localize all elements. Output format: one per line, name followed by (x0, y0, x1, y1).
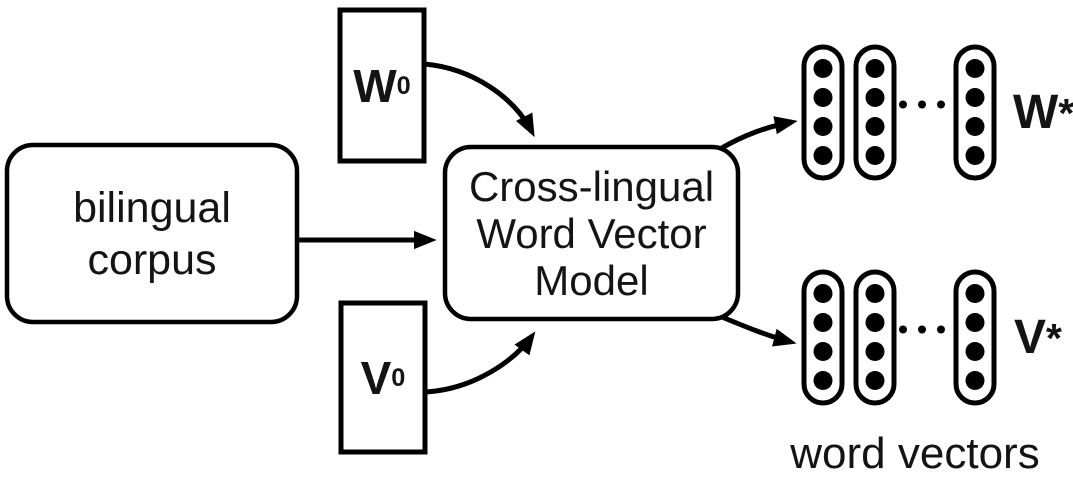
vector-dot (965, 88, 985, 107)
vector-dot (813, 284, 833, 303)
vector-dot (965, 371, 985, 390)
vector-dot (965, 284, 985, 303)
vector-dot (813, 146, 833, 165)
bilingual-corpus-box (4, 142, 300, 325)
ellipsis-dot (899, 100, 907, 109)
vector-dot (865, 88, 885, 107)
vector-column (953, 44, 997, 181)
bilingual-corpus-label: bilingual corpus (73, 183, 231, 284)
vector-dot (813, 59, 833, 78)
wstar-label: W* (1013, 86, 1073, 139)
vstar-label: V* (1014, 311, 1062, 364)
vector-column (801, 44, 845, 181)
arrow-w0-to-model (423, 61, 535, 138)
ellipsis-dot (918, 325, 926, 334)
w0-box (337, 7, 427, 164)
model-box (442, 144, 741, 322)
vector-dot (813, 117, 833, 136)
ellipsis-dot (937, 100, 945, 109)
ellipsis-dot (937, 325, 945, 334)
vector-dot (865, 342, 885, 361)
word-vectors-caption: word vectors (790, 428, 1040, 477)
vector-dot (865, 371, 885, 390)
model-label: Cross-lingual Word Vector Model (468, 162, 715, 304)
vector-dot (813, 342, 833, 361)
vector-column (853, 44, 897, 181)
w-star-vectors (801, 44, 997, 181)
vector-dot (965, 117, 985, 136)
vector-dot (813, 88, 833, 107)
vector-dot (965, 313, 985, 332)
vector-dot (965, 59, 985, 78)
v0-label-base: V (360, 351, 392, 404)
vector-column (953, 269, 997, 406)
vector-dot (865, 284, 885, 303)
vector-column (853, 269, 897, 406)
ellipsis-dot (899, 325, 907, 334)
vector-dot (865, 59, 885, 78)
v-star-vectors (801, 269, 997, 406)
vector-dot (813, 313, 833, 332)
arrow-v0-to-model (425, 331, 536, 395)
vector-dot (865, 117, 885, 136)
vstar-label-base: V (1014, 311, 1047, 364)
arrow-model-to-vstar (721, 314, 797, 347)
vector-dot (865, 313, 885, 332)
vector-dot (813, 371, 833, 390)
wstar-label-base: W (1013, 86, 1059, 139)
vector-column (801, 269, 845, 406)
vector-dot (965, 146, 985, 165)
ellipsis-dot (918, 100, 926, 109)
vector-dot (865, 146, 885, 165)
w0-label-base: W (353, 59, 397, 112)
arrow-model-to-wstar (718, 116, 798, 152)
v0-box (338, 300, 428, 455)
vector-dot (965, 342, 985, 361)
